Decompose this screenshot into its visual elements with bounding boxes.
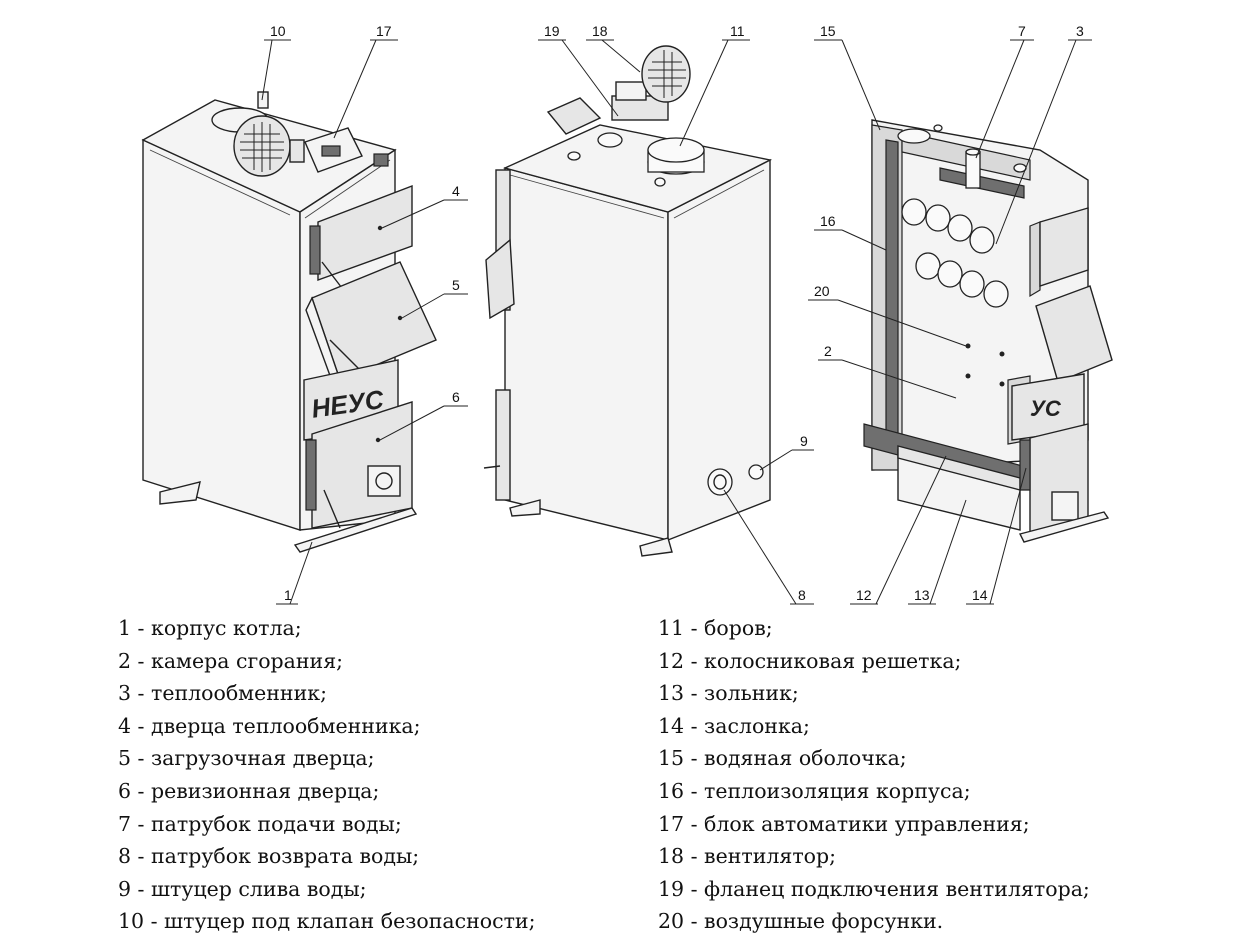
callout-14: 14 (966, 467, 1027, 605)
legend-item: 9 - штуцер слива воды; (118, 876, 367, 901)
svg-text:1: 1 (284, 587, 292, 603)
legend-item: 2 - камера сгорания; (118, 648, 344, 673)
svg-text:5: 5 (452, 277, 460, 293)
heat-exchanger-door (309, 184, 413, 293)
legend-column-right: 11 - боров; 12 - колосниковая решетка; 1… (658, 612, 1090, 938)
callout-4: 4 (381, 183, 468, 229)
legend: 1 - корпус котла; 2 - камера сгорания; 3… (0, 612, 1251, 942)
svg-text:15: 15 (820, 23, 836, 39)
svg-text:4: 4 (452, 183, 460, 199)
svg-text:18: 18 (592, 23, 608, 39)
legend-column-left: 1 - корпус котла; 2 - камера сгорания; 3… (118, 612, 536, 938)
rear-fan (546, 45, 691, 135)
legend-item: 20 - воздушные форсунки. (658, 909, 944, 934)
revision-door (305, 401, 413, 529)
callout-19: 19 (538, 23, 619, 117)
legend-item: 1 - корпус котла; (118, 616, 302, 640)
legend-item: 5 - загрузочная дверца; (118, 746, 375, 771)
callout-9: 9 (759, 433, 814, 471)
svg-text:13: 13 (914, 587, 930, 603)
callout-6: 6 (379, 389, 468, 441)
callout-7: 7 (975, 23, 1034, 159)
callout-13: 13 (908, 499, 967, 605)
callout-16: 16 (814, 213, 887, 251)
svg-text:10: 10 (270, 23, 286, 39)
legend-item: 3 - теплообменник; (118, 681, 327, 706)
legend-item: 7 - патрубок подачи воды; (118, 811, 402, 836)
legend-item: 8 - патрубок возврата воды; (118, 844, 420, 869)
svg-text:6: 6 (452, 389, 460, 405)
callout-12: 12 (850, 455, 947, 605)
legend-item: 4 - дверца теплообменника; (118, 713, 421, 738)
air-nozzles (965, 343, 1005, 387)
legend-item: 13 - зольник; (658, 681, 799, 706)
legend-item: 15 - водяная оболочка; (658, 746, 907, 771)
return-pipe (707, 468, 733, 496)
supply-pipe (965, 148, 981, 189)
legend-item: 6 - ревизионная дверца; (118, 778, 380, 803)
boiler-diagram: НЕУС (141, 23, 1113, 605)
callout-17: 17 (333, 23, 398, 139)
svg-text:19: 19 (544, 23, 560, 39)
svg-text:16: 16 (820, 213, 836, 229)
legend-item: 19 - фланец подключения вентилятора; (658, 876, 1090, 901)
boiler-front-view: НЕУС (141, 91, 437, 553)
svg-text:3: 3 (1076, 23, 1084, 39)
callout-8: 8 (723, 489, 814, 605)
svg-text:12: 12 (856, 587, 872, 603)
callout-15: 15 (814, 23, 881, 131)
callout-10: 10 (261, 23, 291, 101)
loading-door (305, 261, 437, 395)
callout-3: 3 (995, 23, 1092, 245)
control-unit (289, 127, 389, 173)
drain-fitting (748, 464, 764, 480)
front-fan (211, 91, 291, 177)
svg-text:17: 17 (376, 23, 392, 39)
callouts: 10 17 4 5 6 1 (261, 23, 1092, 605)
boiler-cutaway-view: УС (863, 119, 1113, 543)
svg-text:14: 14 (972, 587, 988, 603)
svg-text:8: 8 (798, 587, 806, 603)
legend-item: 16 - теплоизоляция корпуса; (658, 778, 971, 803)
heat-exchanger-tubes (901, 198, 1009, 308)
legend-item: 10 - штуцер под клапан безопасности; (118, 909, 536, 934)
svg-text:20: 20 (814, 283, 830, 299)
cutaway-logo: УС (1011, 373, 1085, 441)
callout-11: 11 (679, 23, 750, 147)
flue (647, 137, 705, 175)
svg-text:2: 2 (824, 343, 832, 359)
svg-text:7: 7 (1018, 23, 1026, 39)
callout-18: 18 (586, 23, 641, 73)
cutaway-logo-text: УС (1030, 396, 1062, 421)
legend-item: 11 - боров; (658, 616, 773, 640)
legend-item: 18 - вентилятор; (658, 844, 837, 869)
callout-20: 20 (808, 283, 967, 347)
callout-2: 2 (818, 343, 957, 399)
legend-item: 12 - колосниковая решетка; (658, 648, 962, 673)
svg-text:9: 9 (800, 433, 808, 449)
legend-item: 14 - заслонка; (658, 713, 810, 738)
callout-1: 1 (276, 541, 313, 605)
legend-item: 17 - блок автоматики управления; (658, 811, 1030, 836)
callout-5: 5 (401, 277, 468, 319)
boiler-rear-view (483, 45, 773, 557)
svg-text:11: 11 (730, 23, 745, 39)
